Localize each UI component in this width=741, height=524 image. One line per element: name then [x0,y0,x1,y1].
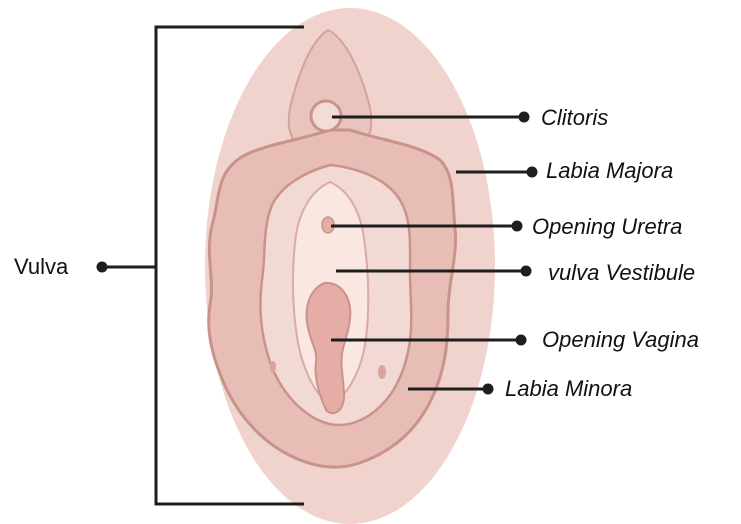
left-gland [270,361,276,373]
vulva-vestibule-leader-dot [521,266,532,277]
label-vulva: Vulva [14,256,68,278]
labia-majora-leader-dot [527,167,538,178]
opening-vagina-leader-dot [516,335,527,346]
label-labia-majora: Labia Majora [546,160,673,182]
right-gland [378,365,386,379]
clitoris-leader-dot [519,112,530,123]
label-labia-minora: Labia Minora [505,378,632,400]
label-clitoris: Clitoris [541,107,608,129]
opening-uretra-leader-dot [512,221,523,232]
vulva-leader-dot [97,262,108,273]
label-opening-vagina: Opening Vagina [542,329,699,351]
label-vulva-vestibule: vulva Vestibule [548,262,695,284]
labia-minora-leader-dot [483,384,494,395]
label-opening-uretra: Opening Uretra [532,216,682,238]
